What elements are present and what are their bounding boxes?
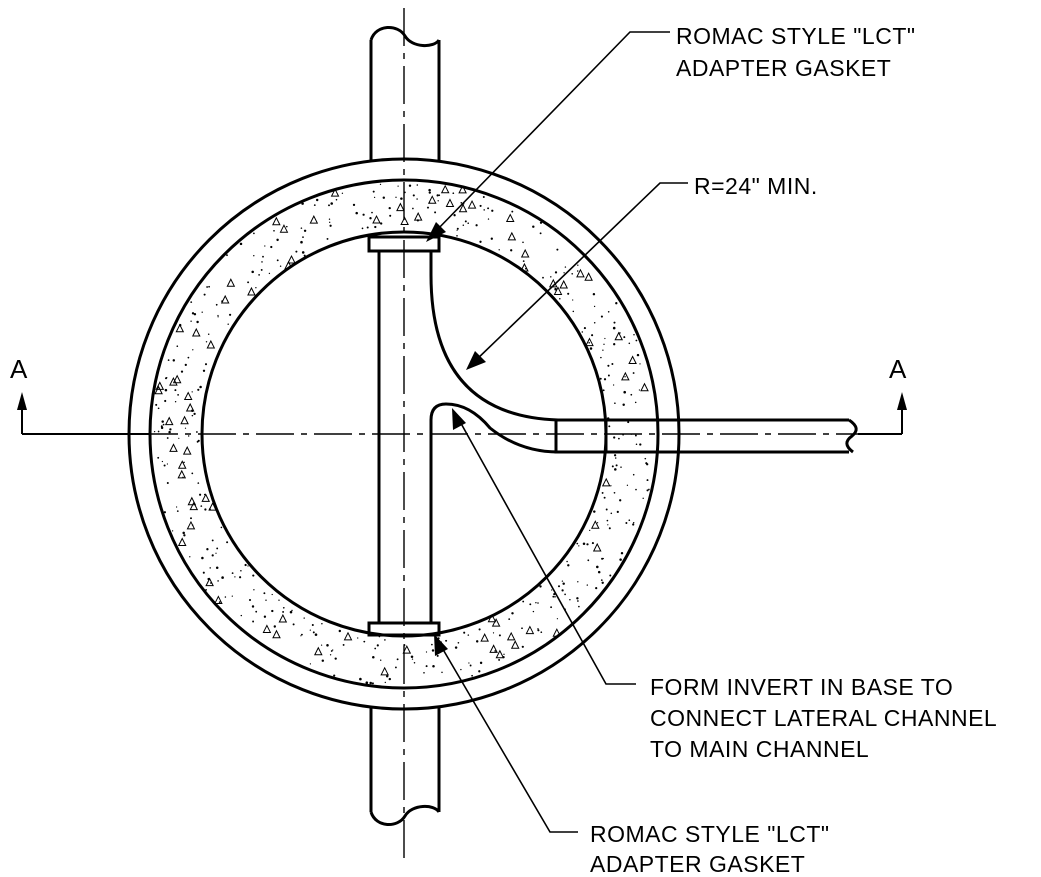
main-pipe-bottom [369,706,441,826]
section-cut-line [17,392,907,435]
leader-gasket-top [426,31,670,242]
main-channel [377,251,433,623]
callout-gasket-bottom-line2: ADAPTER GASKET [590,851,805,877]
main-pipe-top [369,26,441,162]
lateral-pipe-connector [554,418,608,454]
callout-gasket-top-line1: ROMAC STYLE "LCT" [676,23,916,49]
leader-invert [452,408,636,685]
section-label-left: A [10,354,28,384]
concrete-hatch [153,183,650,685]
callout-invert-line3: TO MAIN CHANNEL [650,736,869,762]
callout-radius: R=24" MIN. [694,173,818,199]
leader-gasket-bottom [434,634,578,833]
callout-invert-line1: FORM INVERT IN BASE TO [650,674,953,700]
section-label-right: A [889,354,907,384]
callout-gasket-bottom-line1: ROMAC STYLE "LCT" [590,821,830,847]
lateral-channel [429,274,559,454]
lateral-pipe [606,418,858,454]
callout-invert-line2: CONNECT LATERAL CHANNEL [650,705,997,731]
callout-gasket-top-line2: ADAPTER GASKET [676,55,891,81]
leader-radius [466,182,688,370]
